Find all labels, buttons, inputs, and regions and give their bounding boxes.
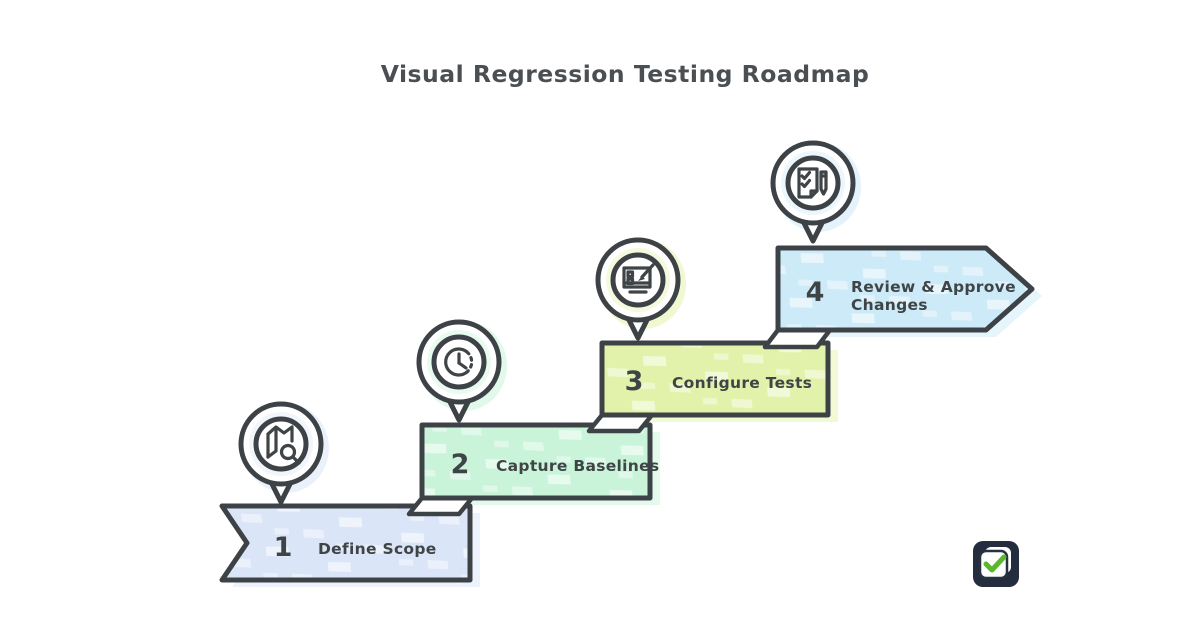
step-1-banner: 1 Define Scope xyxy=(222,506,470,580)
step-3-banner: 3 Configure Tests xyxy=(602,343,828,415)
clock-icon xyxy=(444,347,474,377)
step-2-banner: 2 Capture Baselines xyxy=(422,425,659,498)
diagram-title: Visual Regression Testing Roadmap xyxy=(381,60,870,88)
check-icon xyxy=(983,554,1007,573)
checklist-pen-icon xyxy=(797,167,828,199)
step-3-label: Configure Tests xyxy=(672,374,812,392)
step-1-label: Define Scope xyxy=(318,540,437,558)
ribbon-fold xyxy=(762,327,833,350)
step-4-banner: 4 Review & Approve Changes xyxy=(778,248,1032,330)
step-3-pin xyxy=(595,237,686,341)
screenshot-check-logo xyxy=(973,541,1019,587)
monitor-edit-icon xyxy=(622,263,655,294)
step-4-pin xyxy=(770,140,861,244)
step-1-number: 1 xyxy=(274,532,293,563)
step-4-label-line2: Changes xyxy=(851,296,928,314)
map-search-icon xyxy=(266,425,301,465)
step-3-number: 3 xyxy=(625,366,644,397)
step-4-number: 4 xyxy=(806,277,825,308)
step-2-label: Capture Baselines xyxy=(496,457,659,475)
step-2-number: 2 xyxy=(451,449,470,480)
step-2-pin xyxy=(416,319,507,423)
step-4-label-line1: Review & Approve xyxy=(851,278,1016,296)
step-1-pin xyxy=(238,401,329,505)
